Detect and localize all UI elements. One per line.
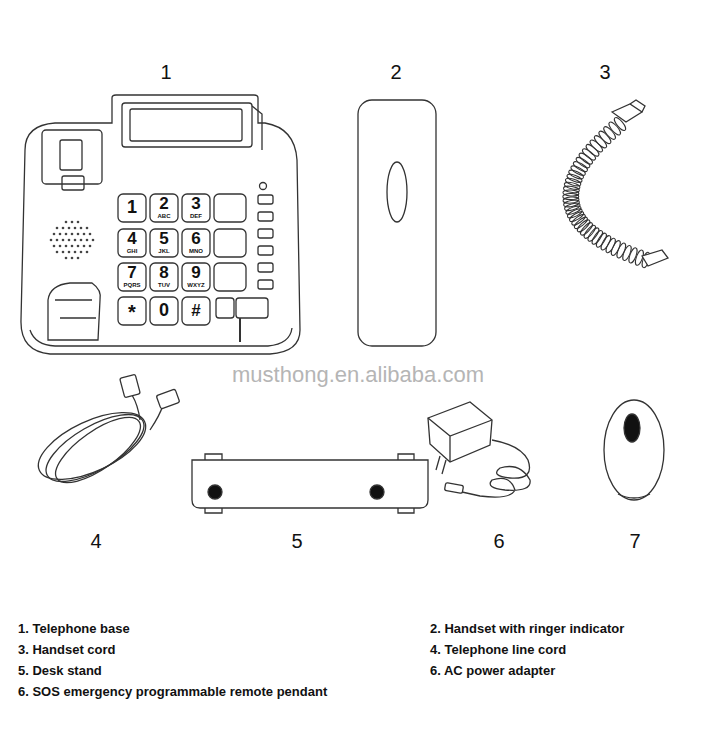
callout-number: 6 (493, 530, 504, 552)
callout-number: 4 (90, 530, 101, 552)
callout-number: 5 (291, 530, 302, 552)
parts-list-item: 6. AC power adapter (430, 664, 555, 678)
key-digit: 6 (191, 230, 200, 249)
sos-pendant (604, 400, 664, 500)
key-digit: 2 (159, 195, 168, 214)
key-digit: 8 (159, 264, 168, 283)
parts-list-item: 5. Desk stand (18, 664, 102, 678)
key-letters: TUV (158, 282, 170, 289)
key-letters: PQRS (123, 282, 140, 289)
watermark: musthong.en.alibaba.com (232, 363, 484, 387)
handset-cord (563, 100, 668, 269)
parts-list-item: 6. SOS emergency programmable remote pen… (18, 685, 327, 699)
ac-adapter (428, 402, 530, 497)
parts-list-item: 1. Telephone base (18, 622, 130, 636)
key-digit: 5 (159, 230, 168, 249)
parts-list-item: 2. Handset with ringer indicator (430, 622, 624, 636)
key-digit: # (191, 302, 200, 321)
key-digit: 7 (127, 264, 136, 283)
parts-list-item: 3. Handset cord (18, 643, 116, 657)
line-cord (29, 374, 180, 494)
key-digit: 1 (127, 198, 137, 218)
key-letters: WXYZ (187, 282, 204, 289)
callout-number: 1 (160, 61, 171, 83)
key-letters: JKL (158, 248, 169, 255)
key-letters: MNO (189, 248, 203, 255)
key-letters: DEF (190, 213, 202, 220)
key-letters: ABC (158, 213, 171, 220)
desk-stand (192, 454, 428, 513)
handset (358, 100, 436, 346)
callout-number: 7 (629, 530, 640, 552)
callout-number: 2 (390, 61, 401, 83)
key-digit: 4 (127, 230, 136, 249)
parts-list-item: 4. Telephone line cord (430, 643, 566, 657)
key-digit: 0 (159, 301, 169, 321)
key-digit: 9 (191, 264, 200, 283)
key-digit: * (128, 301, 136, 323)
telephone-base (21, 95, 300, 354)
key-letters: GHI (127, 248, 138, 255)
callout-number: 3 (599, 61, 610, 83)
key-digit: 3 (191, 195, 200, 214)
